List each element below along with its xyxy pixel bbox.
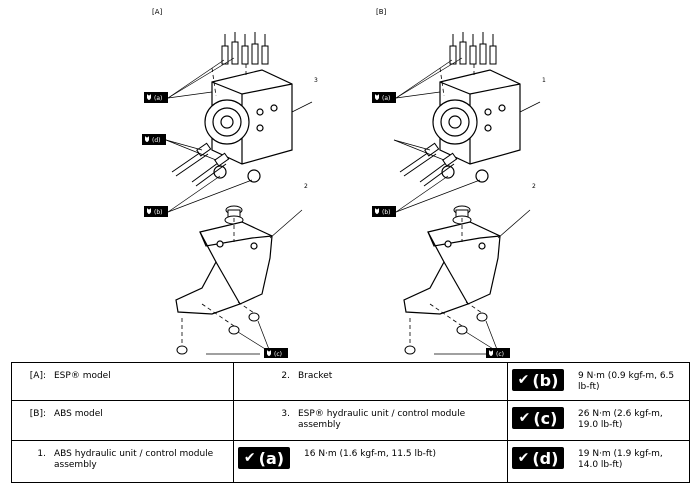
svg-text:(b): (b) <box>154 209 163 216</box>
legend-cell: 2. Bracket <box>233 362 508 401</box>
legend-cell: [A]: ESP® model <box>11 362 234 401</box>
legend-cell: ✔(a) 16 N·m (1.6 kgf-m, 11.5 lb-ft) <box>233 440 508 483</box>
diagram-a-label: [A] <box>152 8 163 16</box>
torque-wrench-icon: ✔(c) <box>512 407 564 429</box>
svg-text:(d): (d) <box>152 137 161 144</box>
svg-text:(a): (a) <box>154 95 162 102</box>
legend-label: 1. <box>37 449 46 459</box>
exploded-view-diagram: [A] (a) (d) (b) (c) 3 2 [B] (a) (b) (c) … <box>142 8 546 358</box>
legend-row: 1. ABS hydraulic unit / control module as… <box>11 440 690 483</box>
callout-3: 3 <box>314 77 318 84</box>
legend-text: 16 N·m (1.6 kgf-m, 11.5 lb-ft) <box>304 449 436 459</box>
legend-text: ABS model <box>54 409 103 419</box>
legend-text: ESP® hydraulic unit / control module ass… <box>298 409 466 430</box>
torque-badge-b-b: (b) <box>372 206 396 217</box>
legend-cell: [B]: ABS model <box>11 400 234 441</box>
legend-label: [A]: <box>29 371 46 381</box>
legend-cell: 1. ABS hydraulic unit / control module as… <box>11 440 234 483</box>
legend-cell: ✔(c) 26 N·m (2.6 kgf-m, 19.0 lb-ft) <box>507 400 690 441</box>
legend-text: 9 N·m (0.9 kgf-m, 6.5 lb-ft) <box>578 371 675 392</box>
legend-label: 3. <box>281 409 290 419</box>
legend-label: 2. <box>281 371 290 381</box>
legend-text: 26 N·m (2.6 kgf-m, 19.0 lb-ft) <box>578 409 663 430</box>
torque-badge-c-b: (c) <box>486 348 510 358</box>
svg-text:(c): (c) <box>496 351 504 358</box>
diagram-b: [B] (a) (b) (c) 1 2 <box>372 8 546 358</box>
legend-text: ESP® model <box>54 371 111 381</box>
torque-badge-a-b: (a) <box>372 92 396 103</box>
callout-2-b: 2 <box>532 183 536 190</box>
svg-text:(b): (b) <box>382 209 391 216</box>
torque-badge-d: (d) <box>142 134 166 145</box>
diagram-b-label: [B] <box>376 8 387 16</box>
legend-cell: 3. ESP® hydraulic unit / control module a… <box>233 400 508 441</box>
torque-wrench-icon: ✔(b) <box>512 369 564 391</box>
legend-text: Bracket <box>298 371 333 381</box>
legend-label: [B]: <box>29 409 46 419</box>
legend-row: [B]: ABS model 3. ESP® hydraulic unit / co… <box>11 400 690 441</box>
torque-wrench-icon: ✔(a) <box>238 447 290 469</box>
torque-wrench-icon: ✔(d) <box>512 447 564 469</box>
callout-1: 1 <box>542 77 546 84</box>
diagram-a: [A] (a) (d) (b) (c) 3 2 <box>142 8 318 358</box>
svg-text:(c): (c) <box>274 351 282 358</box>
torque-badge-b: (b) <box>144 206 168 217</box>
callout-2-a: 2 <box>304 183 308 190</box>
legend-table: [A]: ESP® model 2. Bracket ✔(b) 9 N·m (0.9 … <box>11 362 690 483</box>
torque-badge-c: (c) <box>264 348 288 358</box>
svg-text:(a): (a) <box>382 95 390 102</box>
legend-cell: ✔(d) 19 N·m (1.9 kgf-m, 14.0 lb-ft) <box>507 440 690 483</box>
torque-badge-a: (a) <box>144 92 168 103</box>
legend-row: [A]: ESP® model 2. Bracket ✔(b) 9 N·m (0.9 … <box>11 362 690 401</box>
legend-cell: ✔(b) 9 N·m (0.9 kgf-m, 6.5 lb-ft) <box>507 362 690 401</box>
legend-text: ABS hydraulic unit / control module asse… <box>54 449 214 470</box>
legend-text: 19 N·m (1.9 kgf-m, 14.0 lb-ft) <box>578 449 663 470</box>
